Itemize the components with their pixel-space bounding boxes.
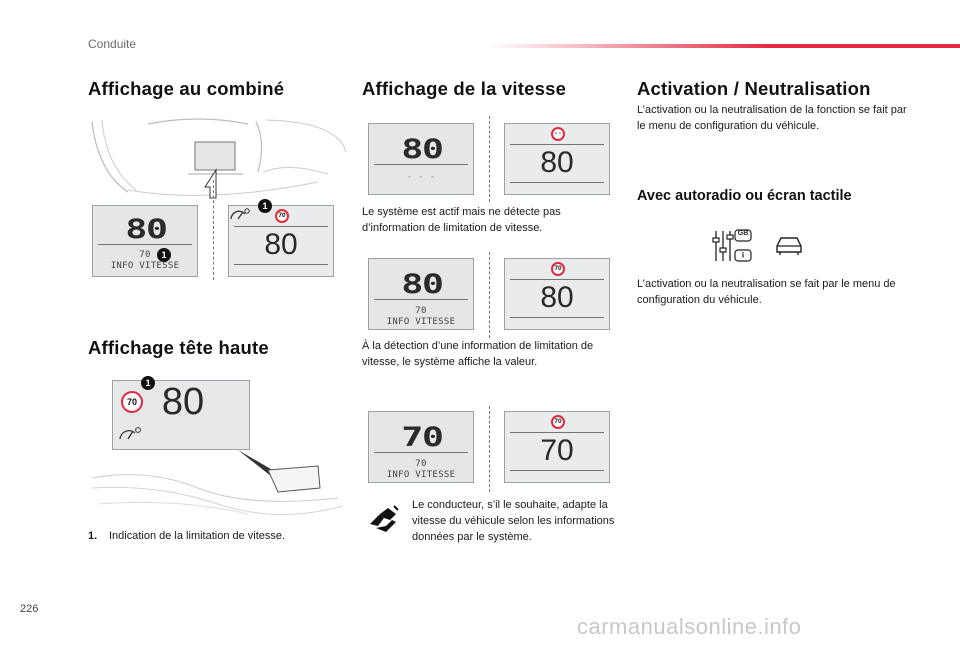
activation-text: L’activation ou la neutralisation se fai… — [637, 278, 896, 306]
row3-separator — [489, 406, 490, 492]
row1-screen-panel: 80 - - — [504, 123, 610, 195]
screen-speed: 80 — [264, 228, 298, 261]
footnote-number: 1. — [88, 530, 98, 542]
row1-screen-speed: 80 — [540, 146, 574, 179]
row3-lcd-limit: 70 — [415, 459, 427, 469]
row2-sign: 70 — [551, 262, 565, 276]
hud-speed: 80 — [161, 381, 205, 423]
title-activation: Activation / Neutralisation — [637, 78, 871, 99]
activation-intro: L’activation ou la neutralisation de la … — [637, 104, 907, 132]
row3-screen-panel: 70 70 — [504, 411, 610, 483]
callout-badge: 1 — [157, 248, 171, 262]
hud-limit-sign: 70 — [121, 391, 143, 413]
row1-lcd-panel: 80 - - - — [368, 123, 474, 195]
car-icon — [776, 237, 802, 255]
screen-divider-top — [234, 226, 328, 227]
row1-description: Le système est actif mais ne détecte pas… — [362, 206, 561, 234]
row2-lcd-divider — [374, 299, 468, 300]
row1-screen-divider-bottom — [510, 182, 604, 183]
section-label: Conduite — [88, 37, 137, 51]
row2-lcd-speed: 80 — [401, 269, 444, 300]
dashboard-illustration — [91, 118, 347, 199]
row2-lcd-panel: 80 70 INFO VITESSE — [368, 258, 474, 330]
hud-callout-badge: 1 — [141, 376, 155, 390]
row2-screen-panel: 80 70 — [504, 258, 610, 330]
icon-badge-gb: GB — [737, 230, 749, 237]
screen-panel: 80 70 — [228, 205, 334, 277]
lcd-info: INFO VITESSE — [110, 261, 180, 271]
row1-lcd-speed: 80 — [401, 134, 444, 165]
row2-lcd-limit: 70 — [415, 306, 427, 316]
hud-panel: 70 80 — [112, 380, 250, 450]
row3-sign: 70 — [551, 415, 565, 429]
footnote-text: Indication de la limitation de vitesse. — [109, 530, 286, 542]
header-accent-bar — [490, 44, 960, 48]
callout-badge-screen: 1 — [258, 199, 272, 213]
row2-lcd-info: INFO VITESSE — [386, 317, 456, 327]
row3-lcd-info: INFO VITESSE — [386, 470, 456, 480]
row3-screen-speed: 70 — [540, 434, 574, 467]
speed-limit-sign: 70 — [275, 209, 289, 223]
row1-sign: - - — [551, 127, 565, 141]
lcd-divider — [98, 244, 192, 245]
row3-lcd-divider — [374, 452, 468, 453]
watermark: carmanualsonline.info — [577, 614, 802, 639]
settings-sliders-icon: i — [712, 229, 752, 262]
dashed-guide-line — [213, 180, 214, 280]
row3-description: Le conducteur, s’il le souhaite, adapte … — [412, 499, 615, 543]
title-speed-display: Affichage de la vitesse — [362, 78, 567, 99]
row3-lcd-speed: 70 — [401, 422, 444, 453]
page-number: 226 — [20, 603, 39, 615]
row2-screen-speed: 80 — [540, 281, 574, 314]
row1-screen-divider-top — [510, 144, 604, 145]
svg-text:i: i — [742, 252, 744, 260]
lcd-speed: 80 — [125, 214, 168, 245]
hud-windshield-illustration — [91, 450, 344, 515]
lcd-limit: 70 — [139, 250, 151, 260]
hud-speedometer-icon — [119, 427, 141, 440]
row3-screen-divider-bottom — [510, 470, 604, 471]
title-combine: Affichage au combiné — [88, 78, 285, 99]
row1-separator — [489, 116, 490, 202]
subtitle-radio: Avec autoradio ou écran tactile — [637, 188, 852, 204]
row3-screen-divider-top — [510, 432, 604, 433]
lcd-panel: 80 70 INFO VITESSE 1 — [92, 205, 198, 277]
row2-screen-divider-bottom — [510, 317, 604, 318]
row2-separator — [489, 252, 490, 338]
speedometer-icon — [230, 208, 250, 220]
row2-screen-divider-top — [510, 279, 604, 280]
row1-lcd-dashes: - - - — [406, 172, 436, 182]
title-hud: Affichage tête haute — [88, 337, 269, 358]
hand-adjust-icon — [370, 505, 399, 532]
row3-lcd-panel: 70 70 INFO VITESSE — [368, 411, 474, 483]
row2-description: À la détection d’une information de limi… — [362, 340, 594, 368]
row1-lcd-divider — [374, 164, 468, 165]
screen-divider-bottom — [234, 264, 328, 265]
